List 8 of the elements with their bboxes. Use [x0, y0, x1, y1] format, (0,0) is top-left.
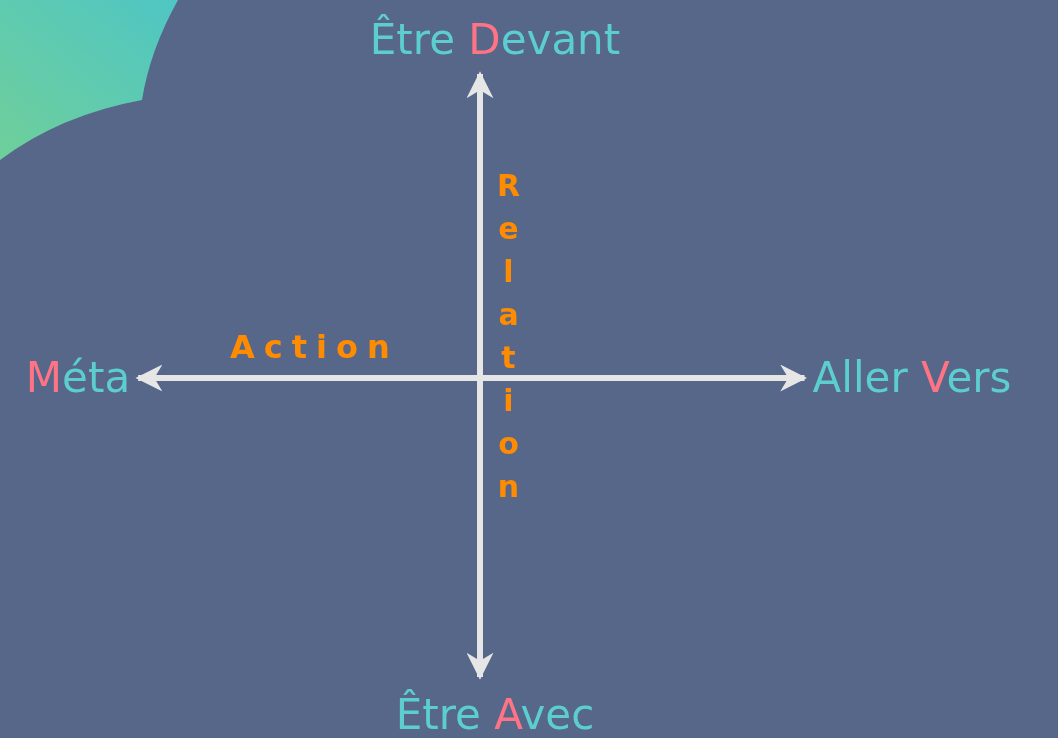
edge-label: Relation [490, 168, 526, 512]
axis-label: Être Devant [369, 16, 621, 64]
axis-label: Être Avec [395, 691, 595, 738]
axis-label: Méta [25, 354, 131, 402]
double-arrow [466, 71, 494, 680]
double-arrow [135, 364, 808, 392]
axis-label: Aller Vers [812, 354, 1012, 402]
edge-label: Action [230, 329, 399, 365]
